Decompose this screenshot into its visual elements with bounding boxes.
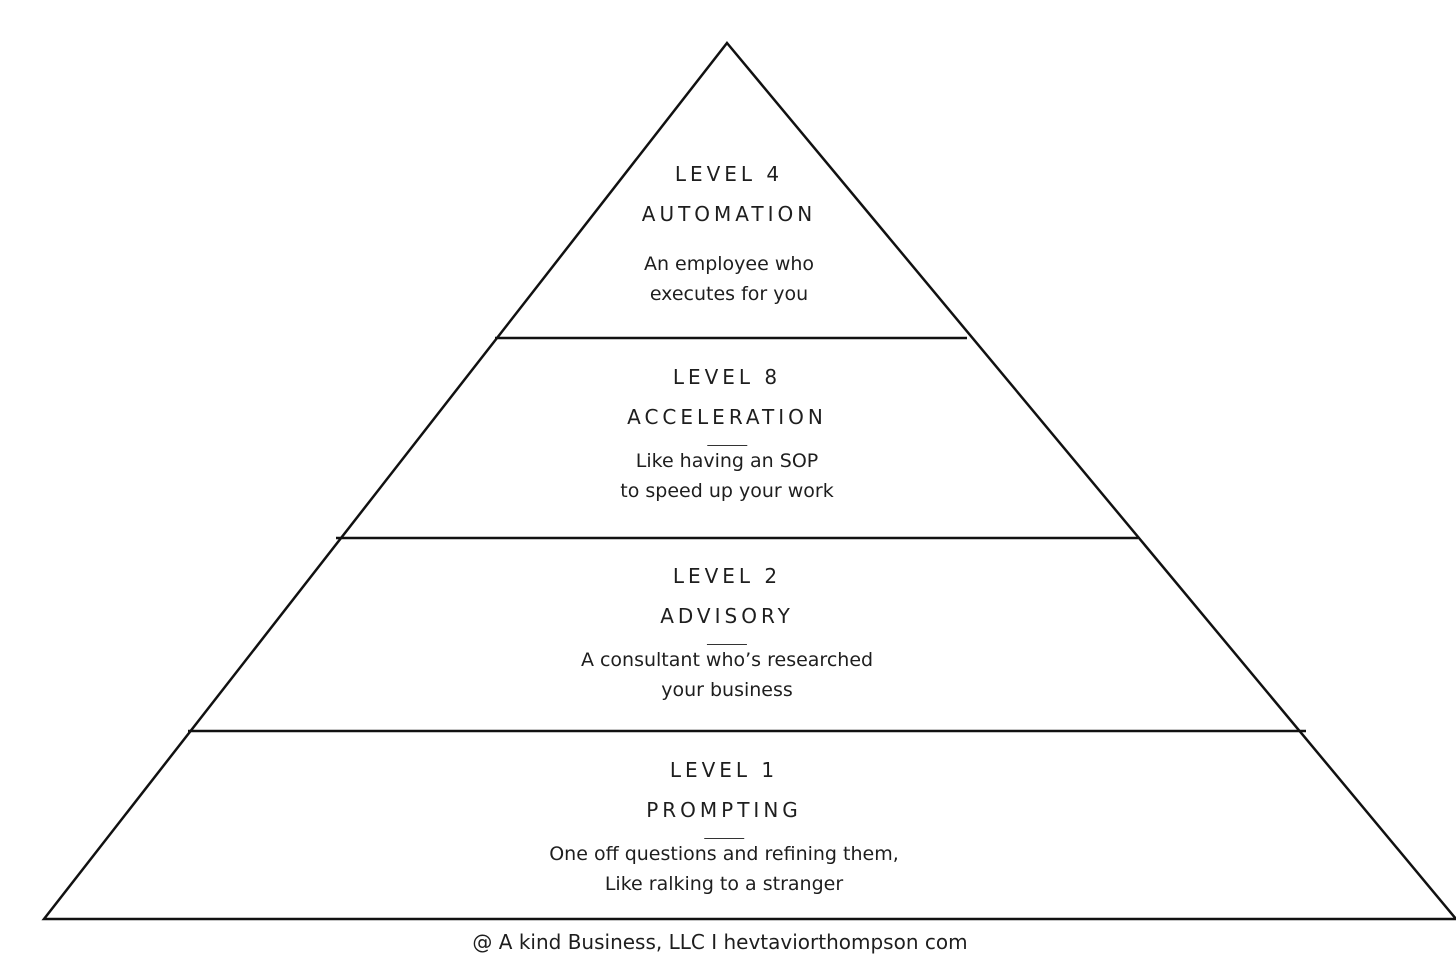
tier-description: An employee who executes for you [643,253,815,305]
tier-prompting: LEVEL 1 PROMPTING One off questions and … [549,757,899,899]
tier-description: Like having an SOP to speed up your work [620,450,834,502]
tier-level-label: LEVEL 2 [672,564,782,588]
tier-level-label: LEVEL 8 [672,365,782,389]
tier-divider [707,644,747,645]
tier-level-label: LEVEL 1 [669,758,779,782]
tier-divider [707,445,747,446]
pyramid-outline [41,41,1456,921]
tier-title: PROMPTING [646,798,802,822]
tier-level-label: LEVEL 4 [674,162,784,186]
tier-acceleration: LEVEL 8 ACCELERATION Like having an SOP … [620,364,833,506]
copyright-footer: @ A kind Business, LLC I hevtaviorthomps… [472,930,968,954]
tier-title: ADVISORY [660,604,794,628]
tier-title: ACCELERATION [627,405,827,429]
tier-automation: LEVEL 4 AUTOMATION An employee who execu… [642,161,816,309]
tier-description: One off questions and refining them, Lik… [549,843,899,895]
tier-advisory: LEVEL 2 ADVISORY A consultant who’s rese… [581,563,873,705]
tier-title: AUTOMATION [641,202,817,226]
tier-divider [703,838,744,839]
tier-description: A consultant who’s researched your busin… [580,649,874,701]
